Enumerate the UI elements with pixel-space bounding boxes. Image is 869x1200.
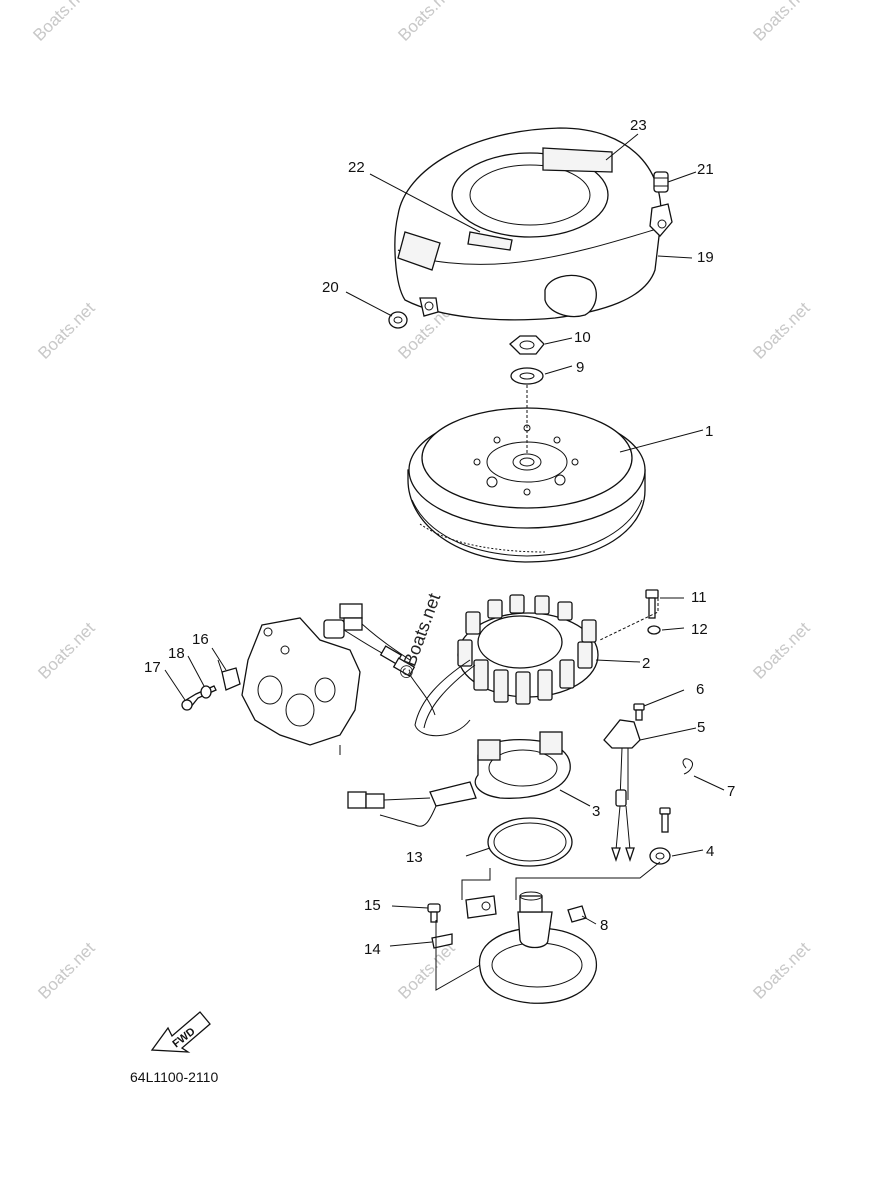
part-code: 64L1100-2110 bbox=[130, 1069, 218, 1085]
grommet-20 bbox=[388, 311, 408, 329]
callout-8: 8 bbox=[600, 917, 608, 934]
watermark: Boats.net bbox=[749, 938, 813, 1002]
flywheel-washer bbox=[510, 367, 544, 385]
clamp-4 bbox=[649, 807, 671, 865]
flywheel-nut bbox=[509, 335, 545, 355]
callout-20: 20 bbox=[322, 279, 339, 296]
flywheel-cover bbox=[394, 127, 673, 321]
callout-7: 7 bbox=[727, 783, 735, 800]
watermark: Boats.net bbox=[394, 0, 458, 45]
callout-10: 10 bbox=[574, 329, 591, 346]
callout-5: 5 bbox=[697, 719, 705, 736]
callout-2: 2 bbox=[642, 655, 650, 672]
callout-15: 15 bbox=[364, 897, 381, 914]
key-8 bbox=[567, 905, 587, 923]
retaining-ring bbox=[487, 817, 573, 867]
callout-17: 17 bbox=[144, 659, 161, 676]
clip-16 bbox=[217, 659, 241, 691]
callout-16: 16 bbox=[192, 631, 209, 648]
base-plate bbox=[465, 891, 597, 1004]
stator-coil bbox=[457, 594, 599, 705]
watermark-center: ©Boats.net bbox=[395, 591, 444, 682]
callout-23: 23 bbox=[630, 117, 647, 134]
callout-13: 13 bbox=[406, 849, 423, 866]
callout-numbers: 1 2 3 4 5 6 7 8 9 10 11 12 13 14 15 16 1… bbox=[144, 117, 735, 958]
fwd-arrow-icon bbox=[150, 1011, 211, 1053]
mounting-bracket bbox=[241, 617, 361, 755]
watermark: Boats.net bbox=[29, 0, 93, 45]
watermark: Boats.net bbox=[749, 618, 813, 682]
clip-7 bbox=[682, 758, 693, 775]
callout-19: 19 bbox=[697, 249, 714, 266]
callout-21: 21 bbox=[697, 161, 714, 178]
callout-18: 18 bbox=[168, 645, 185, 662]
watermark: Boats.net bbox=[34, 618, 98, 682]
clip-14 bbox=[431, 933, 453, 949]
callout-22: 22 bbox=[348, 159, 365, 176]
grommet-21 bbox=[653, 171, 669, 193]
callout-11: 11 bbox=[691, 589, 707, 606]
watermark: Boats.net bbox=[34, 298, 98, 362]
bolt-11 bbox=[645, 589, 659, 619]
callout-4: 4 bbox=[706, 843, 714, 860]
watermark: Boats.net bbox=[749, 298, 813, 362]
screw-6 bbox=[633, 703, 645, 721]
callout-14: 14 bbox=[364, 941, 381, 958]
stator-harness bbox=[323, 603, 476, 737]
callout-6: 6 bbox=[696, 681, 704, 698]
callout-9: 9 bbox=[576, 359, 584, 376]
pulser-coil bbox=[347, 731, 571, 827]
washer-12 bbox=[647, 625, 661, 635]
watermark: Boats.net bbox=[394, 938, 458, 1002]
leader-lines bbox=[164, 133, 725, 991]
charge-coil bbox=[603, 719, 641, 863]
watermark: Boats.net bbox=[749, 0, 813, 45]
washer-18 bbox=[200, 685, 212, 699]
flywheel bbox=[407, 407, 646, 563]
callout-3: 3 bbox=[592, 803, 600, 820]
screw-15 bbox=[427, 903, 441, 923]
callout-1: 1 bbox=[705, 423, 713, 440]
watermark: Boats.net bbox=[34, 938, 98, 1002]
callout-12: 12 bbox=[691, 621, 708, 638]
